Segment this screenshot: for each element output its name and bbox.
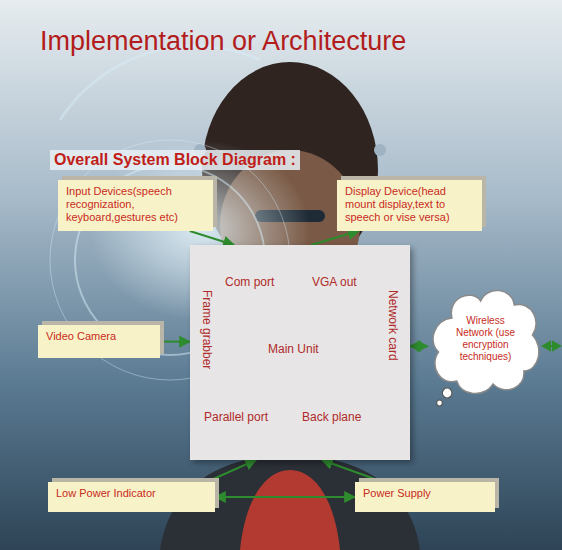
unit-label: Main Unit [268, 342, 319, 356]
cloud-label: Wireless Network (use encryption techniq… [450, 315, 521, 363]
output-box: Display Device(head mount display,text t… [337, 180, 482, 231]
port-label: Network card [386, 290, 400, 361]
section-heading: Overall System Block Diagram : [50, 150, 300, 170]
port-label: Com port [225, 275, 274, 289]
port-label: Back plane [302, 410, 361, 424]
arrow-connector [215, 496, 355, 498]
main-unit-box: Com port VGA outFrame grabberMain Unit Net… [190, 245, 410, 460]
box-label: Power Supply [363, 487, 487, 500]
arrow-connector [207, 460, 256, 482]
input-box: Input Devices(speech recognization, keyb… [58, 180, 213, 231]
box-label: Display Device(head mount display,text t… [345, 185, 474, 224]
port-label: VGA out [312, 275, 357, 289]
box-label: Video Camera [46, 330, 152, 343]
arrow-connector [410, 345, 428, 347]
power-box: Power Supply [355, 482, 495, 512]
network-cloud: Wireless Network (use encryption techniq… [428, 285, 543, 410]
power-box: Low Power Indicator [48, 482, 215, 512]
arrow-connector [311, 231, 359, 245]
box-label: Input Devices(speech recognization, keyb… [66, 185, 205, 224]
box-label: Low Power Indicator [56, 487, 207, 500]
input-box: Video Camera [38, 325, 160, 358]
arrow-connector [322, 460, 383, 482]
arrow-connector [160, 341, 190, 343]
port-label: Parallel port [204, 410, 268, 424]
arrow-connector [190, 231, 234, 245]
port-label: Frame grabber [200, 290, 214, 369]
slide-title: Implementation or Architecture [40, 26, 406, 57]
